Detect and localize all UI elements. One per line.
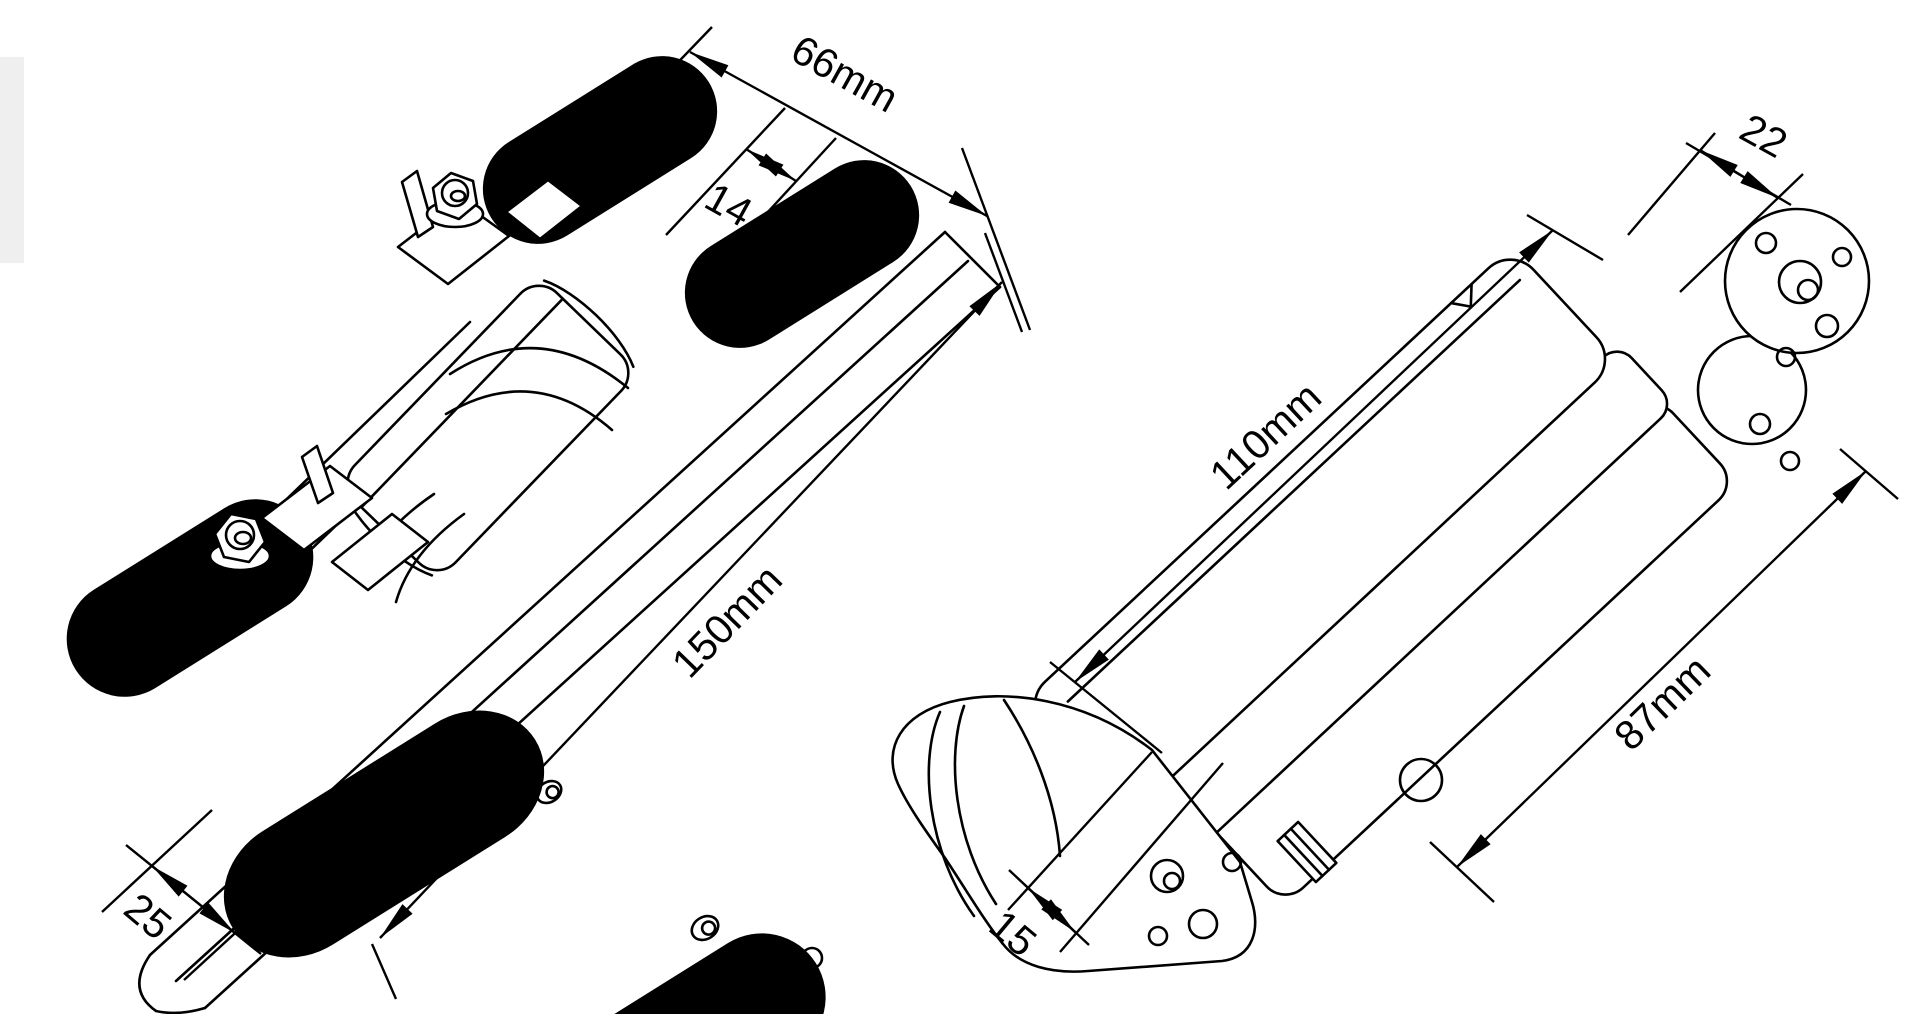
right-hinge-view <box>891 207 1871 973</box>
tab-block <box>1276 820 1338 884</box>
scan-artifact <box>0 57 24 263</box>
dim-label-plate-width: 25 <box>116 884 181 949</box>
plate-hole <box>1398 757 1444 803</box>
dim-label-knuckle-width: 22 <box>1733 105 1795 167</box>
dimension-leaf-thickness: 15 <box>981 751 1224 966</box>
bar-hole <box>690 914 720 942</box>
left-hinge-view <box>44 35 1002 1014</box>
dim-label-door-leaf-length: 87mm <box>1605 647 1719 759</box>
knuckle-cap <box>1696 207 1871 472</box>
dim-label-overall-width: 66mm <box>784 26 906 121</box>
adjustment-nut <box>425 171 485 229</box>
adjustment-nut <box>208 512 272 572</box>
